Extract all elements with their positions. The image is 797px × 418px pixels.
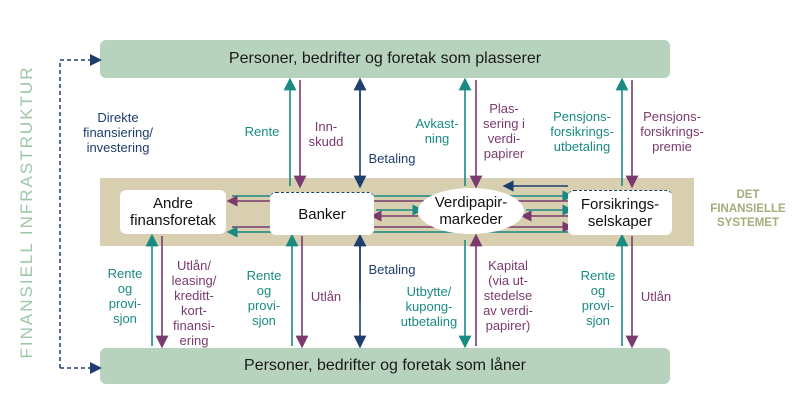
label-pensjon-utbetaling: Pensjons- forsikrings- utbetaling <box>550 109 614 154</box>
label-avkastning: Avkast- ning <box>415 116 459 146</box>
label-rente-prov-1: Rente og provi- sjon <box>107 266 143 326</box>
box-andre-finansforetak: Andre finansforetak <box>120 190 226 234</box>
box-forsikringsselskaper: Forsikrings- selskaper <box>568 190 672 235</box>
label-plassering: Plas- sering i verdi- papirer <box>483 101 525 161</box>
label-kapital: Kapital (via ut- stedelse av verdi- papi… <box>483 258 533 333</box>
label-betaling-bottom: Betaling <box>368 262 416 277</box>
label-utlaan-leasing: Utlån/ leasing/ kreditt- kort- finansi- … <box>171 258 217 348</box>
label-rente-top: Rente <box>244 124 280 139</box>
label-rente-prov-2: Rente og provi- sjon <box>246 268 282 328</box>
label-direkte: Direkte finansiering/ investering <box>82 110 154 155</box>
top-bar: Personer, bedrifter og foretak som plass… <box>100 40 670 78</box>
label-innskudd: Inn- skudd <box>308 119 344 149</box>
box-andre-label: Andre finansforetak <box>130 195 216 229</box>
box-verdipapir-label: Verdipapir- markeder <box>434 194 508 228</box>
system-label: DET FINANSIELLE SYSTEMET <box>710 189 786 229</box>
bottom-bar: Personer, bedrifter og foretak som låner <box>100 348 670 384</box>
label-rente-prov-3: Rente og provi- sjon <box>580 268 616 328</box>
direct-financing-dashed-arrow-top <box>59 54 102 368</box>
bottom-bar-label: Personer, bedrifter og foretak som låner <box>244 357 526 374</box>
label-utlaan-3: Utlån <box>640 289 672 304</box>
label-utlaan-2: Utlån <box>310 289 342 304</box>
label-utbytte: Utbytte/ kupong- utbetaling <box>400 284 458 329</box>
box-banker: Banker <box>270 192 374 235</box>
box-verdipapirmarkeder: Verdipapir- markeder <box>418 188 524 234</box>
box-banker-label: Banker <box>298 205 346 223</box>
label-betaling-top: Betaling <box>368 151 416 166</box>
box-forsikring-label: Forsikrings- selskaper <box>580 196 660 230</box>
top-bar-label: Personer, bedrifter og foretak som plass… <box>228 50 542 67</box>
label-pensjon-premie: Pensjons- forsikrings- premie <box>640 109 704 154</box>
